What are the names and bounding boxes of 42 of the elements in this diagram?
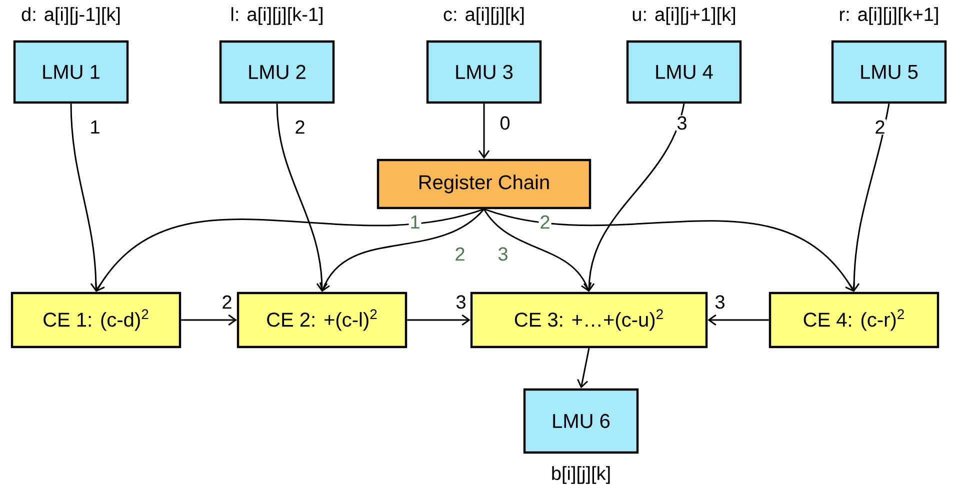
edge-label: 3 [496, 246, 510, 262]
arrow [95, 208, 484, 292]
register-box: Register Chain [376, 158, 592, 210]
memory-unit-box: LMU 2 [219, 40, 335, 104]
edge-label: 3 [714, 294, 726, 310]
compute-box: CE 1: (c-d)$^{2}$ [10, 292, 182, 348]
memory-unit-box: LMU 5 [831, 40, 947, 104]
arrow [708, 314, 769, 326]
arrow [70, 104, 102, 292]
address-label: d: a[i][j-1][k] [22, 7, 120, 25]
edge-label: 2 [538, 214, 552, 230]
memory-unit-box: LMU 4 [626, 40, 742, 104]
memory-unit-box: LMU 1 [13, 40, 129, 104]
memory-unit-box: LMU 6 [523, 388, 639, 454]
compute-box: CE 4: (c-r)$^{2}$ [768, 292, 940, 348]
edge-label: 1 [408, 214, 422, 230]
arrow [577, 348, 590, 388]
edge-label: 2 [220, 294, 234, 310]
arrow [483, 208, 592, 292]
arrow [276, 104, 328, 292]
arrow [181, 314, 237, 326]
arrow [583, 103, 685, 292]
arrow [484, 208, 855, 292]
arrow [478, 104, 490, 159]
arrow [407, 314, 470, 326]
edge-label: 2 [294, 119, 306, 135]
address-label: b[i][j][k] [552, 466, 610, 484]
edge-label: 2 [454, 246, 466, 262]
edge-label: 0 [498, 115, 512, 131]
address-label: r: a[i][j][k+1] [840, 7, 938, 25]
compute-box: CE 3: +…+(c-u)$^{2}$ [470, 292, 708, 348]
address-label: c: a[i][j][k] [444, 7, 524, 25]
edge-label: 3 [454, 294, 468, 310]
edge-label: 2 [874, 119, 886, 135]
address-label: l: a[i][j][k-1] [232, 7, 322, 25]
edge-label: 1 [88, 119, 102, 135]
memory-unit-box: LMU 3 [426, 40, 542, 104]
edge-label: 3 [676, 115, 688, 131]
arrow [319, 208, 485, 292]
arrow [848, 103, 890, 292]
compute-box: CE 2: +(c-l)$^{2}$ [236, 292, 408, 348]
address-label: u: a[i][j+1][k] [632, 7, 735, 25]
